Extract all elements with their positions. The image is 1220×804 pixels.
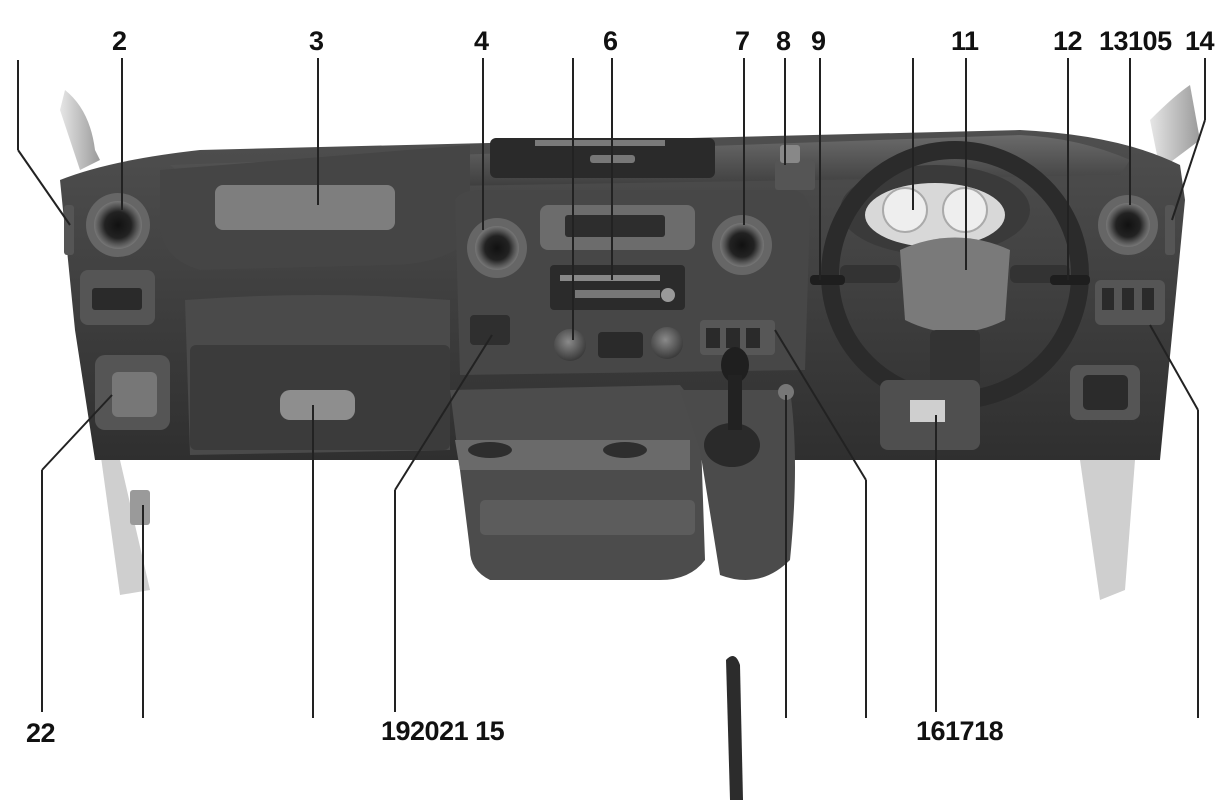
callout-7: 7	[735, 26, 750, 56]
radio-unit	[550, 265, 685, 310]
callout-2: 2	[112, 26, 127, 56]
callout-22: 22	[26, 718, 56, 748]
heating-knob-left	[554, 329, 586, 361]
passenger-airbag-label	[215, 185, 395, 230]
callout-11: 11	[951, 26, 979, 56]
steering-airbag	[900, 237, 1010, 333]
callout-9: 9	[811, 26, 826, 56]
callout-3: 3	[309, 26, 324, 56]
handbrake	[726, 656, 743, 800]
right-lower-pillar	[1080, 460, 1135, 600]
center-left-vent	[475, 226, 519, 270]
left-lower-pillar	[100, 450, 150, 595]
leader-16b	[774, 329, 867, 481]
left-a-pillar	[60, 90, 100, 170]
center-console	[450, 385, 705, 580]
heating-knob-right	[651, 327, 683, 359]
callout-group-16-17-18: 161718	[916, 716, 1004, 746]
gear-boot	[704, 423, 760, 467]
leader-lines	[17, 58, 1206, 718]
callout-4: 4	[474, 26, 489, 56]
leader-19b	[394, 334, 493, 491]
left-side-vent	[64, 205, 74, 255]
leader-14b	[1171, 119, 1206, 221]
gear-knob	[721, 347, 749, 383]
right-stalk	[1050, 275, 1090, 285]
left-stalk	[810, 275, 845, 285]
leader-22b	[41, 394, 113, 471]
lighting-switches	[775, 160, 815, 190]
right-a-pillar	[1150, 85, 1200, 170]
callout-group-19-20-21-15: 192021 15	[381, 716, 505, 746]
callout-14: 14	[1185, 26, 1215, 56]
right-vent	[1106, 203, 1150, 247]
callout-8: 8	[776, 26, 791, 56]
leader-1b	[17, 149, 71, 226]
callout-12: 12	[1053, 26, 1083, 56]
glovebox-handle	[280, 390, 355, 420]
center-right-vent	[720, 223, 764, 267]
accessory-socket	[778, 384, 794, 400]
left-vent	[94, 201, 142, 249]
storage-slot	[470, 315, 510, 345]
bonnet-release	[130, 490, 150, 525]
callout-6: 6	[603, 26, 618, 56]
leader-15b	[1149, 324, 1199, 411]
callout-group-13-10-5: 13105	[1099, 26, 1172, 56]
